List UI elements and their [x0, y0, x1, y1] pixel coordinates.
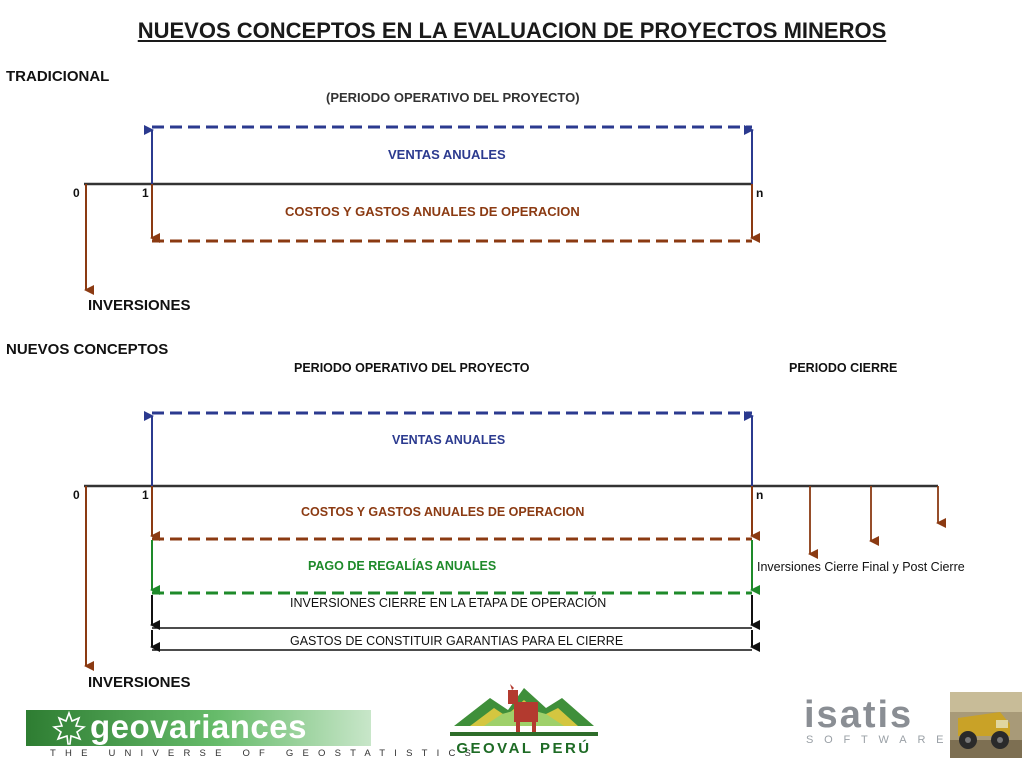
- mining-truck-icon: [950, 692, 1022, 758]
- new-sales-label: VENTAS ANUALES: [392, 433, 506, 447]
- new-period-operative-label: PERIODO OPERATIVO DEL PROYECTO: [294, 361, 530, 375]
- page-title: NUEVOS CONCEPTOS EN LA EVALUACION DE PRO…: [137, 18, 887, 43]
- trad-investments-label: INVERSIONES: [88, 297, 191, 314]
- new-period-closure-label: PERIODO CIERRE: [789, 361, 898, 375]
- new-tick-1: 1: [142, 488, 149, 502]
- section-heading-traditional: TRADICIONAL: [6, 68, 110, 85]
- maple-leaf-icon: [52, 711, 86, 745]
- guarantee-costs-label: GASTOS DE CONSTITUIR GARANTIAS PARA EL C…: [290, 634, 624, 648]
- geovariances-wordmark: geovariances: [90, 708, 307, 745]
- trad-tick-n: n: [756, 186, 764, 200]
- new-royalties-label: PAGO DE REGALÍAS ANUALES: [308, 559, 497, 573]
- trad-costs-label: COSTOS Y GASTOS ANUALES DE OPERACION: [285, 204, 580, 219]
- new-tick-0: 0: [73, 488, 80, 502]
- geovariances-logo: geovariances THE UNIVERSE OF GEOSTATISTI…: [26, 706, 471, 762]
- geoval-peru-logo: GEOVAL PERÚ: [450, 682, 598, 760]
- mining-truck-photo: [950, 692, 1022, 758]
- llama-mountain-icon: [450, 684, 598, 736]
- isatis-subtitle: SOFTWARE: [806, 734, 955, 746]
- geovariances-tagline: THE UNIVERSE OF GEOSTATISTICS: [50, 748, 481, 759]
- new-costs-label: COSTOS Y GASTOS ANUALES DE OPERACION: [301, 505, 585, 519]
- isatis-wordmark: isatis: [804, 694, 914, 736]
- trad-tick-0: 0: [73, 186, 80, 200]
- new-investments-label: INVERSIONES: [88, 674, 191, 691]
- geoval-wordmark: GEOVAL PERÚ: [456, 740, 592, 757]
- trad-tick-1: 1: [142, 186, 149, 200]
- closure-operation-label: INVERSIONES CIERRE EN LA ETAPA DE OPERAC…: [290, 596, 607, 610]
- section-heading-new-concepts: NUEVOS CONCEPTOS: [6, 341, 169, 358]
- closure-final-label: Inversiones Cierre Final y Post Cierre: [757, 560, 965, 574]
- trad-sales-label: VENTAS ANUALES: [388, 147, 506, 162]
- new-tick-n: n: [756, 488, 764, 502]
- trad-period-label: (PERIODO OPERATIVO DEL PROYECTO): [326, 90, 580, 105]
- isatis-logo: isatis SOFTWARE: [800, 694, 948, 752]
